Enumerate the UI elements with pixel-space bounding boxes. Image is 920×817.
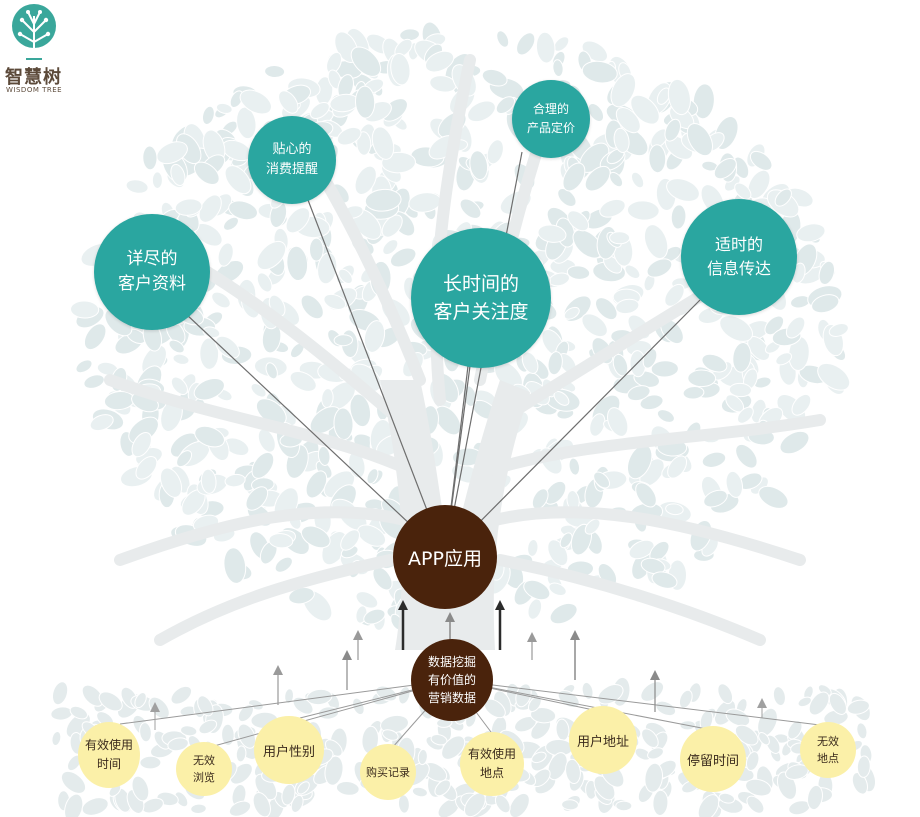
source-line: 地点: [817, 752, 839, 765]
benefit-line: 合理的: [532, 102, 569, 116]
source-node-stay-time: 停留时间: [680, 726, 746, 792]
source-line: 有效使用: [84, 738, 133, 752]
data-mining-node: 数据挖掘 有价值的 营销数据: [411, 639, 493, 721]
benefit-line: 详尽的: [126, 249, 178, 269]
source-line: 有效使用: [467, 747, 516, 761]
benefit-node-information-delivery: 适时的 信息传达: [681, 199, 797, 315]
benefit-line: 长时间的: [442, 273, 519, 295]
wisdom-tree-logo: 智慧树 WISDOM TREE: [2, 2, 80, 98]
benefit-line: 产品定价: [526, 121, 575, 135]
source-line: 停留时间: [686, 753, 739, 769]
source-node-purchase-record: 购买记录: [360, 744, 416, 800]
source-line: 时间: [96, 757, 121, 771]
logo-title: 智慧树: [5, 67, 62, 88]
benefit-node-consumption-reminder: 贴心的 消费提醒: [248, 116, 336, 204]
benefit-line: 贴心的: [272, 142, 312, 157]
mining-line: 数据挖掘: [427, 655, 476, 669]
mining-line: 有价值的: [427, 673, 476, 687]
benefit-node-product-pricing: 合理的 产品定价: [512, 80, 590, 158]
source-node-user-gender: 用户性别: [254, 716, 324, 784]
source-node-user-address: 用户地址: [569, 706, 637, 774]
app-label: APP应用: [408, 547, 482, 570]
source-node-invalid-location: 无效 地点: [800, 722, 856, 778]
logo-subtitle: WISDOM TREE: [6, 86, 63, 94]
source-line: 用户地址: [576, 734, 629, 750]
benefit-line: 客户关注度: [433, 301, 529, 323]
app-node: APP应用: [393, 505, 497, 609]
benefit-line: 客户资料: [118, 274, 186, 294]
source-node-invalid-browsing: 无效 浏览: [176, 742, 232, 796]
benefit-node-customer-attention: 长时间的 客户关注度: [411, 228, 551, 368]
source-line: 无效: [193, 754, 215, 767]
benefit-node-customer-profile: 详尽的 客户资料: [94, 214, 210, 330]
tree-logo-icon: [12, 4, 56, 60]
source-line: 无效: [817, 735, 839, 748]
mining-line: 营销数据: [427, 691, 476, 705]
benefit-line: 消费提醒: [265, 162, 318, 177]
upward-arrows: [150, 600, 767, 730]
source-line: 用户性别: [262, 744, 315, 760]
source-line: 浏览: [193, 771, 215, 784]
source-line: 地点: [479, 766, 504, 780]
source-node-usage-location: 有效使用 地点: [460, 732, 524, 796]
source-node-usage-time: 有效使用 时间: [78, 722, 140, 788]
benefit-line: 信息传达: [706, 259, 771, 278]
benefit-line: 适时的: [714, 235, 763, 254]
source-line: 购买记录: [366, 766, 410, 779]
